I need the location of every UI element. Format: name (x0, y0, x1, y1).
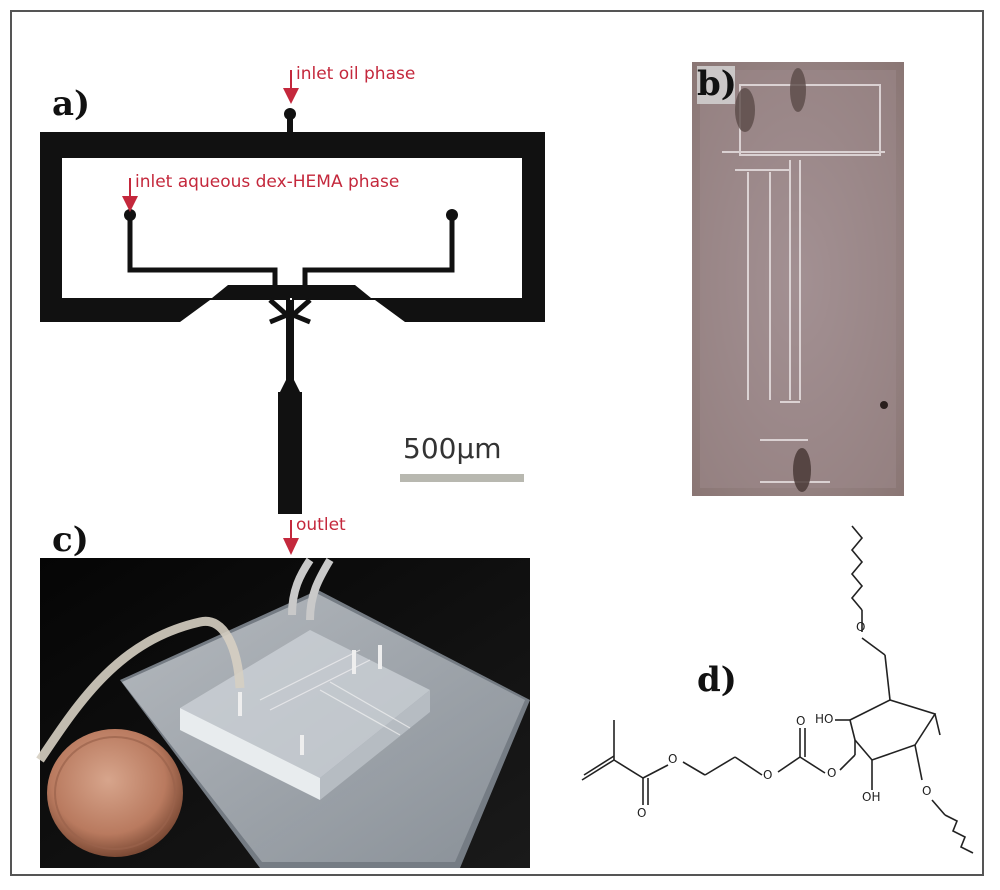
atom-o-ester-carbonyl: O (637, 806, 647, 820)
panel-label-d: d) (697, 660, 737, 700)
atom-o-carbonate-top: O (796, 714, 806, 728)
atom-oh: OH (862, 790, 881, 804)
chemical-structure (581, 525, 974, 854)
chip-photo-b (692, 62, 904, 496)
aqueous-inlet-port-left (124, 209, 136, 221)
outlet-channel-narrow (286, 300, 294, 380)
atom-ho: HO (815, 712, 834, 726)
arrow-aqueous (122, 178, 138, 212)
atom-o-ester: O (668, 752, 678, 766)
inlet-oil-label: inlet oil phase (296, 64, 416, 84)
aqueous-inlet-port-right (446, 209, 458, 221)
outlet-label: outlet (296, 515, 346, 535)
outlet-taper (280, 380, 300, 392)
panel-label-b: b) (697, 64, 737, 104)
atom-o-ring-link: O (856, 620, 866, 634)
panel-label-a: a) (52, 84, 91, 124)
aqueous-channel (127, 215, 288, 300)
scale-bar-label: 500μm (403, 432, 502, 465)
scale-bar (400, 474, 524, 482)
atom-o-carbonate-left: O (763, 768, 773, 782)
device-photo-c (36, 557, 530, 868)
inlet-aqueous-label: inlet aqueous dex-HEMA phase (135, 172, 400, 192)
outlet-channel-wide (278, 392, 302, 514)
arrow-outlet (283, 520, 299, 555)
atom-o-anomeric: O (922, 784, 932, 798)
oil-inlet-stem (287, 112, 293, 134)
atom-o-carbonate-right: O (827, 766, 837, 780)
oil-inlet-port (284, 108, 296, 120)
arrow-oil (283, 70, 299, 104)
panel-label-c: c) (52, 520, 89, 560)
aqueous-channel-right (292, 215, 455, 300)
channel-diagram (40, 70, 545, 555)
oil-channel-frame (40, 132, 545, 322)
